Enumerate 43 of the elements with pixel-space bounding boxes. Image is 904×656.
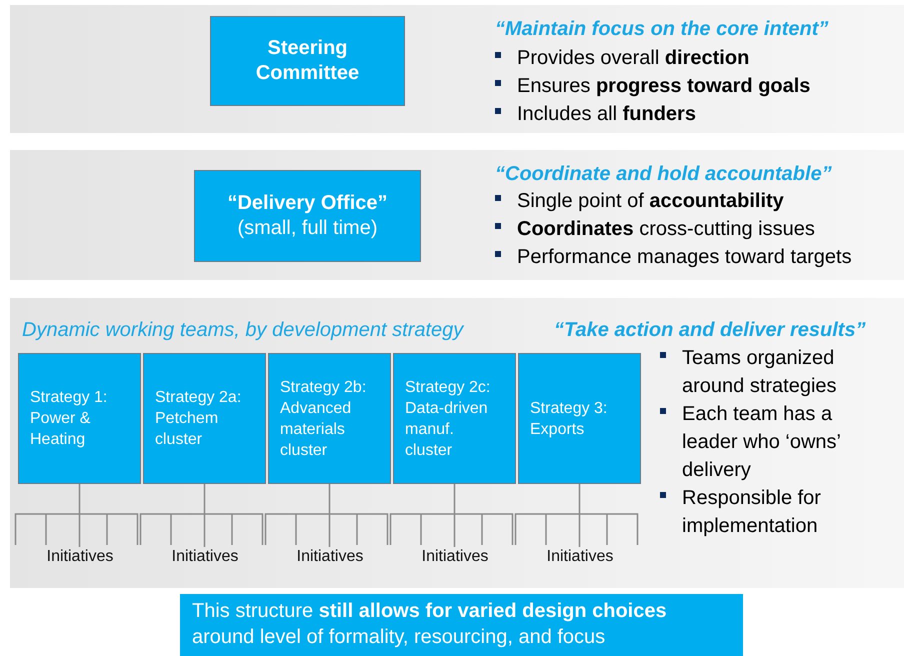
strategy-box <box>143 353 266 484</box>
box-title: Steering Committee <box>254 36 360 86</box>
initiatives-label: Initiatives <box>546 547 614 567</box>
tree-connector <box>390 483 514 548</box>
bullet-text: Each team has a leader who ‘owns’ delivery <box>682 402 842 483</box>
strategy-box <box>18 353 141 484</box>
strategy-label: Strategy 1: Power & Heating <box>30 388 108 450</box>
strategy-label: Strategy 2c: Data-driven manuf. cluster <box>405 378 492 460</box>
initiatives-label: Initiatives <box>172 547 238 567</box>
strategy-box <box>268 353 391 484</box>
bullet-text: Single point of accountability <box>517 189 784 214</box>
bullet-text: Performance manages toward targets <box>517 245 852 270</box>
box-title: “Delivery Office” <box>227 191 388 216</box>
section-heading: Dynamic working teams, by development strategy <box>22 318 465 343</box>
tree-connector <box>14 483 138 548</box>
role-box <box>194 170 421 262</box>
section-band <box>10 5 904 133</box>
initiatives-label: Initiatives <box>296 547 364 567</box>
strategy-box <box>393 353 516 484</box>
tree-connector <box>514 483 638 548</box>
callout-text: This structure still allows for varied design choices around level of formality, resourcing, and focus <box>192 600 667 648</box>
box-subtitle: (small, full time) <box>237 216 378 241</box>
strategy-label: Strategy 2b: Advanced materials cluster <box>280 378 368 460</box>
bullet-text: Includes all funders <box>517 102 696 127</box>
section-band <box>10 298 904 588</box>
bullet-text: Responsible for implementation <box>682 486 822 539</box>
tree-connector <box>264 483 388 548</box>
initiatives-label: Initiatives <box>422 547 488 567</box>
quote-heading: “Maintain focus on the core intent” <box>495 17 830 42</box>
tree-connector <box>140 483 264 548</box>
role-box <box>210 16 405 106</box>
bullet-text: Ensures progress toward goals <box>517 74 810 99</box>
initiatives-label: Initiatives <box>46 547 114 567</box>
strategy-label: Strategy 2a: Petchem cluster <box>155 388 242 450</box>
bullet-text: Provides overall direction <box>517 46 750 71</box>
bullet-text: Teams organized around strategies <box>682 346 838 399</box>
bullet-text: Coordinates cross-cutting issues <box>517 217 815 242</box>
strategy-label: Strategy 3: Exports <box>530 398 608 440</box>
section-band <box>10 150 904 280</box>
quote-heading: “Take action and deliver results” <box>554 318 867 343</box>
quote-heading: “Coordinate and hold accountable” <box>495 162 833 187</box>
callout-box <box>180 594 743 656</box>
strategy-box <box>518 353 641 484</box>
